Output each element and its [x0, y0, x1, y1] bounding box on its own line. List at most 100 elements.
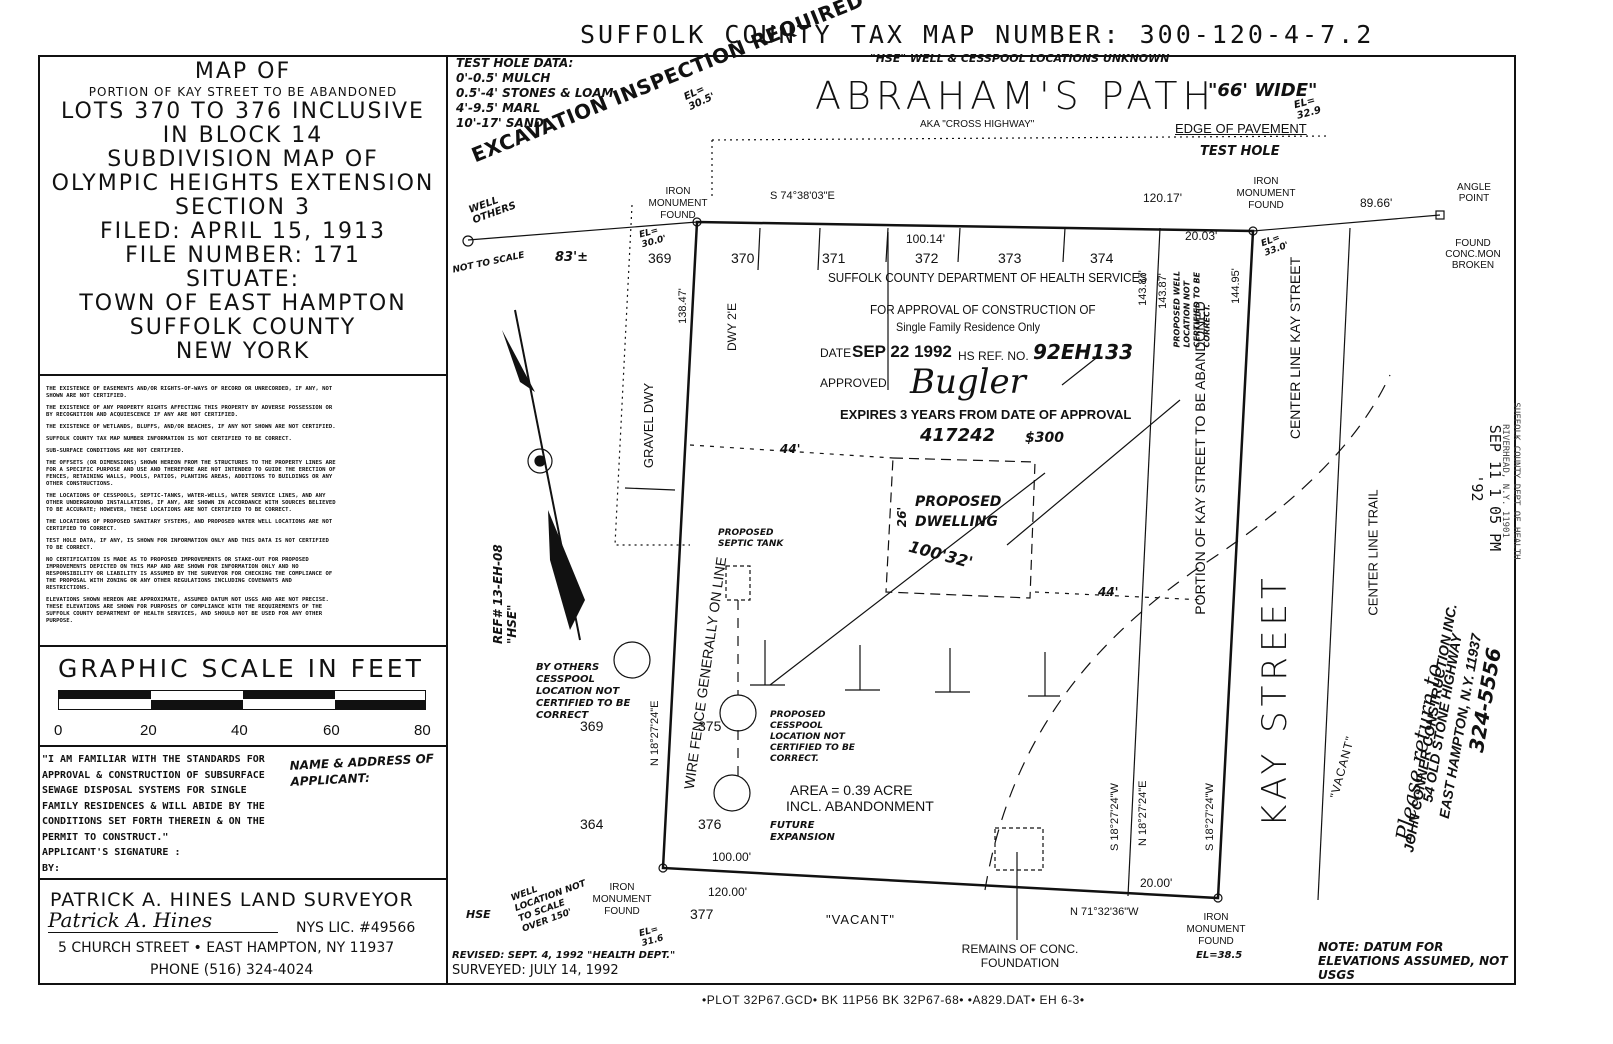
note-4: SUFFOLK COUNTY TAX MAP NUMBER INFORMATIO… [46, 436, 292, 442]
edge-pavement-label: EDGE OF PAVEMENT [1175, 121, 1307, 136]
lot-372: 372 [915, 250, 939, 266]
notes-divider [38, 645, 448, 647]
north-arrow-head [502, 330, 535, 392]
title-line-3: LOTS 370 TO 376 INCLUSIVE [61, 99, 425, 124]
found-conc-mon: FOUND CONC.MON BROKEN [1445, 238, 1501, 271]
surveyor-address: 5 CHURCH STREET • EAST HAMPTON, NY 11937 [58, 940, 395, 956]
proposed-cesspool [719, 694, 757, 732]
center-line-kay: CENTER LINE KAY STREET [1287, 256, 1303, 440]
title-block: MAP OF PORTION OF KAY STREET TO BE ABAND… [40, 60, 446, 364]
applicant-line-7: APPLICANT'S SIGNATURE : [42, 847, 181, 858]
dist-120-00: 120.00' [708, 885, 747, 899]
applicant-line-2: APPROVAL & CONSTRUCTION OF SUBSURFACE [42, 769, 265, 781]
portion-kay-label: PORTION OF KAY STREET TO BE ABANDONED [1192, 301, 1208, 615]
note-6: THE OFFSETS (OR DIMENSIONS) SHOWN HEREON… [46, 460, 336, 487]
future-expansion-cesspool [713, 774, 751, 812]
scale-divider [38, 745, 448, 747]
aka-label: AKA "CROSS HIGHWAY" [920, 119, 1035, 130]
kay-street-line-1 [1127, 227, 1161, 897]
applicant-line-4: FAMILY RESIDENCES & WILL ABIDE BY THE [42, 800, 265, 812]
test-hole-line-3: 0.5'-4' STONES & LOAM [456, 86, 614, 100]
dist-100-00: 100.00' [712, 850, 751, 864]
north-line-west [467, 221, 698, 241]
single-family-label: Single Family Residence Only [896, 320, 1041, 334]
proposed-dwelling: PROPOSED DWELLING [915, 494, 1002, 530]
title-line-13: NEW YORK [175, 339, 311, 364]
iron-monument-nw: IRON MONUMENT FOUND [648, 186, 708, 221]
applicant-line-8: BY: [42, 862, 61, 874]
dist-44-a: 44' [780, 442, 801, 456]
test-hole-line-5: 10'-17' SAND [456, 116, 544, 130]
note-5: SUB-SURFACE CONDITIONS ARE NOT CERTIFIED… [46, 448, 185, 454]
title-divider [38, 374, 448, 376]
dist-83: 83'± [555, 250, 588, 265]
future-expansion-label: FUTURE EXPANSION [770, 820, 835, 843]
health-dept-label: SUFFOLK COUNTY DEPARTMENT OF HEALTH SERV… [828, 270, 1148, 285]
lot-369-top: 369 [648, 250, 672, 266]
scale-tick-60: 60 [323, 722, 340, 739]
others-cesspool-label: BY OTHERS CESSPOOL LOCATION NOT CERTIFIE… [536, 662, 631, 721]
note-7: THE LOCATIONS OF CESSPOOLS, SEPTIC-TANKS… [46, 493, 336, 513]
dist-20-00: 20.00' [1140, 876, 1173, 890]
title-line-12: SUFFOLK COUNTY [129, 315, 357, 340]
others-cesspool [613, 641, 651, 679]
title-line-1: MAP OF [194, 59, 292, 84]
pavement-edge [711, 135, 1331, 141]
gravel-driveway [614, 204, 690, 546]
remains-foundation: REMAINS OF CONC. FOUNDATION [961, 942, 1079, 970]
stamp-dept: SUFFOLK COUNTY DEPT OF HEALTH RIVERHEAD,… [1500, 402, 1521, 560]
angle-point: ANGLE POINT [1457, 182, 1491, 204]
note-3: THE EXISTENCE OF WETLANDS, BLUFFS, AND/O… [46, 424, 336, 430]
scale-bar [58, 690, 426, 710]
hs-ref-label: HS REF. NO. [958, 349, 1029, 363]
property-boundary [661, 220, 1255, 900]
title-line-7: SECTION 3 [175, 195, 311, 220]
lot-375: 375 [698, 718, 722, 734]
bearing-kay-1: S 18°27'24"W [1109, 783, 1121, 851]
permit-number: 417242 [920, 425, 996, 446]
test-hole-data: TEST HOLE DATA: 0'-0.5' MULCH 0.5'-4' ST… [456, 56, 614, 131]
kay-street-label: KAY STREET [1255, 573, 1295, 827]
title-line-4: IN BLOCK 14 [162, 123, 324, 148]
hse-label: HSE [466, 908, 491, 921]
expires-label: EXPIRES 3 YEARS FROM DATE OF APPROVAL [840, 407, 1132, 422]
el-38-5: EL=38.5 [1196, 950, 1243, 961]
center-line-trail-label: CENTER LINE TRAIL [1365, 489, 1381, 616]
revised-note: REVISED: SEPT. 4, 1992 "HEALTH DEPT." [452, 950, 676, 961]
lot-371: 371 [822, 250, 846, 266]
iron-monument-ne: IRON MONUMENT FOUND [1236, 176, 1296, 211]
title-line-10: SITUATE: [185, 267, 301, 292]
dist-east-ext: 89.66' [1360, 196, 1393, 210]
bearing-south: N 71°32'36"W [1070, 906, 1139, 918]
north-line-east [1252, 214, 1441, 232]
hs-ref-value: 92EH133 [1033, 340, 1133, 364]
surveyor-phone: PHONE (516) 324-4024 [150, 962, 314, 978]
tax-map-number: SUFFOLK COUNTY TAX MAP NUMBER: 300-120-4… [580, 20, 1375, 49]
proposed-septic: PROPOSED SEPTIC TANK [718, 528, 784, 549]
proposed-dwelling-outline [885, 457, 1036, 599]
incl-abandonment: INCL. ABANDONMENT [786, 798, 934, 814]
gravel-dwy: GRAVEL DWY [641, 382, 657, 469]
scale-tick-40: 40 [231, 722, 248, 739]
test-hole-label: TEST HOLE [1200, 144, 1280, 159]
dist-143-87b: 143.87' [1156, 273, 1169, 309]
date-label: DATE [820, 346, 852, 360]
note-8: THE LOCATIONS OF PROPOSED SANITARY SYSTE… [46, 519, 333, 532]
bearing-kay-3: S 18°27'24"W [1204, 783, 1216, 851]
approved-label: APPROVED [820, 376, 887, 390]
scale-tick-20: 20 [140, 722, 157, 739]
road-width: "66' WIDE" [1208, 80, 1318, 101]
dist-26: 26' [895, 506, 910, 528]
note-11: ELEVATIONS SHOWN HEREON ARE APPROXIMATE,… [46, 597, 329, 624]
iron-monument-sw: IRON MONUMENT FOUND [592, 882, 652, 917]
approved-signature: Bugler [910, 362, 1026, 402]
title-line-6: OLYMPIC HEIGHTS EXTENSION [51, 171, 435, 196]
lot-374: 374 [1090, 250, 1114, 266]
hse-note: "HSE" WELL & CESSPOOL LOCATIONS UNKNOWN [870, 52, 1170, 65]
applicant-line-5: CONDITIONS SET FORTH THEREIN & ON THE [42, 816, 265, 827]
remains-foundation-outline [994, 827, 1044, 871]
ref-note: REF# 13-EH-08 "HSE" [491, 544, 519, 644]
lot-376: 376 [698, 816, 722, 832]
